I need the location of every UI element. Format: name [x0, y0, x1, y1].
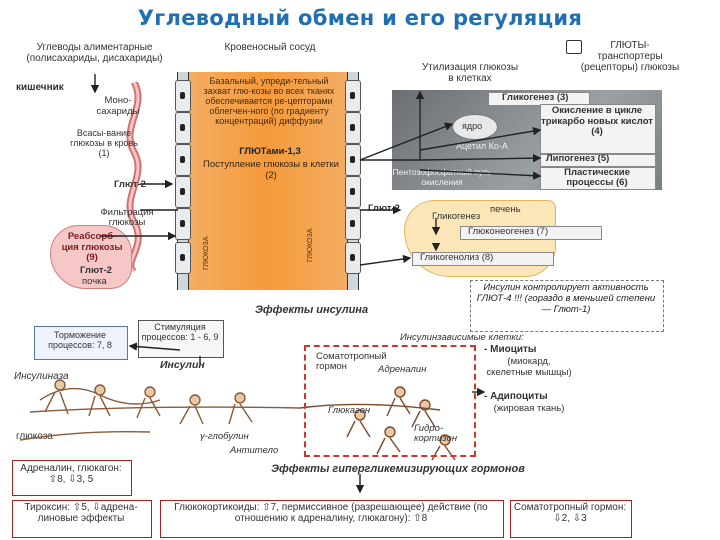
- glucocorticoids-text: Глюкокортикоиды: ⇧7, пермиссивное (разре…: [163, 502, 499, 524]
- pentose-label: Пентозофосфатный путь окисления: [392, 168, 492, 187]
- cell-icon: [175, 80, 191, 112]
- cell-icon: [175, 112, 191, 144]
- hyperglycemic-heading: Эффекты гипергликемизирующих гормонов: [178, 464, 618, 475]
- vessel-label: Кровеносный сосуд: [220, 42, 320, 53]
- vertical-label-a: ГЛЮКОЗА: [202, 210, 213, 270]
- adipocytes-label: - Адипоциты: [484, 392, 584, 403]
- dependent-cells-title: Инсулинзависимые клетки:: [400, 333, 620, 344]
- globulin-label: γ-глобулин: [200, 432, 270, 443]
- carbs-food-label: Углеводы алиментарные (полисахариды, дис…: [22, 42, 167, 64]
- intestine-label: кишечник: [16, 83, 96, 94]
- adipocytes-desc: (жировая ткань): [484, 404, 574, 415]
- inhibits-text: Торможение процессов: 7, 8: [36, 330, 124, 350]
- insulin-label: Инсулин: [160, 360, 220, 371]
- antibody-label: Антитело: [230, 446, 300, 457]
- vertical-label-b: ГЛЮКОЗА: [306, 202, 317, 262]
- insulinase-label: Инсулиназа: [14, 372, 94, 383]
- insulin-effects-heading: Эффекты инсулина: [255, 305, 435, 316]
- glycogenesis2-label: Гликогенез: [432, 212, 512, 223]
- transporters-label: ГЛЮТЫ- транспортеры (рецепторы) глюкозы: [580, 40, 680, 73]
- adrenaline-label: Адреналин: [378, 365, 448, 376]
- thyroxine-text: Тироксин: ⇧5, ⇩адрена-линовые эффекты: [14, 502, 148, 524]
- acetyl-label: Ацетил Ко-А: [456, 141, 536, 152]
- cell-icon: [345, 242, 361, 274]
- utilization-label: Утилизация глюкозы в клетках: [420, 62, 520, 84]
- glycogenolysis-label: Гликогенолиз (8): [420, 253, 550, 264]
- glut2-kidney-label: Глют-2: [80, 266, 125, 277]
- slide-title: Углеводный обмен и его регуляция: [60, 6, 660, 34]
- plastic-label: Пластические процессы (6): [540, 168, 654, 188]
- reabsorption-label: Реабсорб-ция глюкозы (9): [60, 232, 124, 264]
- cell-icon: [345, 144, 361, 176]
- cell-icon: [345, 112, 361, 144]
- basal-uptake-text: Базальный, упреди-тельный захват глю-коз…: [196, 76, 342, 126]
- somatotropic-text: Соматотропный гормон: ⇩2, ⇩3: [512, 502, 628, 524]
- glucagon-label: Глюкагон: [328, 406, 388, 417]
- glucose-label: глюкоза: [16, 432, 76, 443]
- cell-icon: [345, 176, 361, 208]
- cell-icon: [175, 242, 191, 274]
- cell-icon: [175, 176, 191, 208]
- lipogenesis-label: Липогенез (5): [546, 154, 656, 165]
- cell-icon: [175, 144, 191, 176]
- kidney-label: почка: [82, 277, 127, 288]
- cell-icon: [345, 208, 361, 240]
- glycogenesis-label: Гликогенез (3): [502, 93, 602, 104]
- absorption-label: Всасы-вание глюкозы в кровь (1): [70, 128, 138, 158]
- adrenaline-glucagon-text: Адреналин, глюкагон: ⇧8, ⇩3, 5: [14, 463, 128, 485]
- hydrocortisone-label: Гидро-кортизон: [414, 424, 474, 444]
- cell-icon: [345, 80, 361, 112]
- myocytes-desc: (миокард, скелетные мышцы): [484, 357, 574, 378]
- insulin-controls-text: Инсулин контролирует активность ГЛЮТ-4 !…: [472, 282, 660, 315]
- gluconeogenesis-label: Глюконеогенез (7): [468, 227, 598, 238]
- oxidation-label: Окисление в цикле трикарбо новых кислот …: [540, 106, 654, 138]
- nucleus-label: ядро: [462, 121, 502, 132]
- stimulates-text: Стимуляция процессов: 1 - 6, 9: [140, 322, 220, 342]
- glut2-intestine-label: Глют-2: [114, 180, 159, 191]
- glut2-liver-label: Глют-2: [368, 204, 418, 215]
- myocytes-label: - Миоциты: [484, 345, 584, 356]
- monosaccharides-label: Моно-сахариды: [88, 96, 148, 117]
- gluts-label: ГЛЮТами-1,3: [200, 147, 340, 158]
- entry-label: Поступление глюкозы в клетки (2): [196, 160, 346, 181]
- cell-icon: [175, 208, 191, 240]
